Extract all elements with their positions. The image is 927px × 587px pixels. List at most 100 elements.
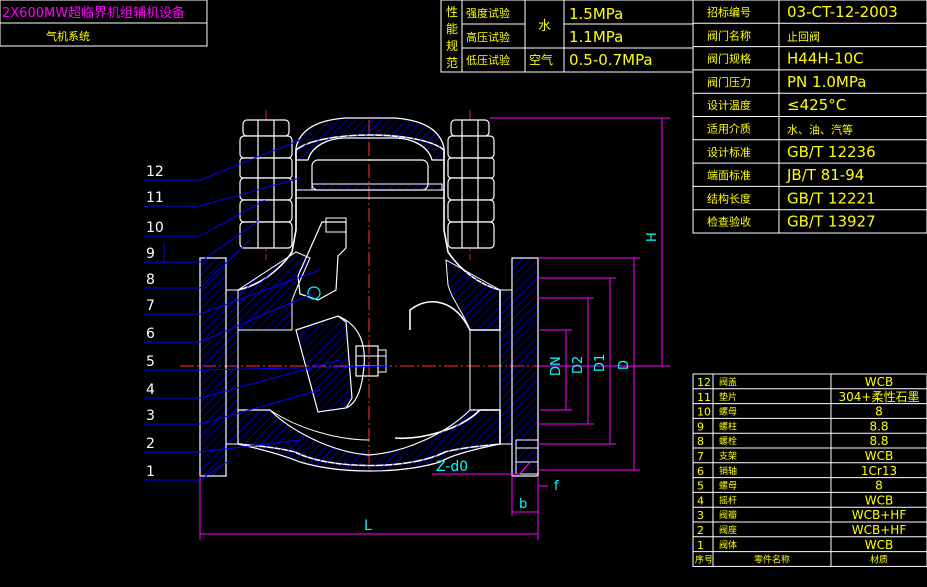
part-no-6: 6 [697, 465, 704, 478]
part-name-9: 阀瓣 [719, 510, 737, 521]
callout-6: 6 [146, 326, 155, 342]
spec-label-7: 端面标准 [707, 168, 751, 182]
project-line2: 气机系统 [46, 29, 90, 43]
perf-row-1-value: 1.1MPa [569, 28, 623, 46]
spec-value-2: H44H-10C [787, 50, 864, 68]
perf-row-2-value: 0.5-0.7MPa [569, 51, 653, 69]
dim-H: H [645, 232, 660, 242]
parts-header-no: 序号 [695, 554, 713, 566]
part-material-0: WCB [865, 375, 893, 389]
part-no-7: 5 [697, 480, 704, 493]
part-material-7: 8 [875, 479, 883, 493]
perf-row-2-name: 低压试验 [466, 53, 510, 67]
part-material-4: 8.8 [869, 434, 888, 448]
spec-label-6: 设计标准 [707, 145, 751, 159]
spec-label-9: 检查验收 [707, 215, 751, 229]
spec-value-9: GB/T 13927 [787, 213, 876, 231]
part-no-0: 12 [697, 376, 711, 389]
parts-header-name: 零件名称 [754, 554, 790, 566]
part-name-6: 销轴 [719, 465, 737, 477]
spec-value-4: ≤425°C [787, 96, 846, 114]
dim-bolt: Z-d0 [436, 459, 468, 475]
part-no-3: 9 [697, 420, 704, 433]
part-no-11: 1 [697, 539, 704, 552]
callout-4: 4 [146, 382, 155, 398]
spec-value-1: 止回阀 [787, 29, 820, 43]
valve-drawing [180, 110, 560, 477]
perf-side-3: 范 [446, 56, 458, 70]
part-material-1: 304+柔性石墨 [839, 390, 920, 404]
dim-L: L [364, 518, 372, 534]
part-material-11: WCB [865, 538, 893, 552]
part-name-2: 螺母 [719, 407, 737, 418]
perf-row-0-name: 强度试验 [466, 6, 510, 20]
part-name-11: 阀体 [719, 539, 737, 551]
spec-label-4: 设计温度 [707, 98, 751, 112]
part-name-1: 垫片 [719, 391, 737, 403]
perf-water: 水 [538, 19, 551, 34]
callout-10: 10 [146, 220, 164, 236]
spec-label-8: 结构长度 [707, 191, 751, 205]
spec-value-3: PN 1.0MPa [787, 73, 866, 91]
spec-value-0: 03-CT-12-2003 [787, 3, 898, 21]
part-material-10: WCB+HF [852, 523, 907, 537]
spec-label-0: 招标编号 [707, 5, 751, 19]
part-no-5: 7 [697, 450, 704, 463]
part-material-2: 8 [875, 405, 883, 419]
part-no-4: 8 [697, 435, 704, 448]
callout-5: 5 [146, 354, 155, 370]
callout-7: 7 [146, 298, 155, 314]
callout-12: 12 [146, 164, 164, 180]
perf-row-1-name: 高压试验 [466, 30, 510, 44]
perf-side-1: 能 [446, 22, 458, 36]
part-material-9: WCB+HF [852, 508, 907, 522]
callout-1: 1 [146, 464, 155, 480]
dimension-labels: H D D1 D2 DN L b f Z-d0 [364, 232, 660, 534]
callout-8: 8 [146, 272, 155, 288]
part-name-0: 阀盖 [719, 376, 737, 388]
perf-row-0-value: 1.5MPa [569, 5, 623, 23]
part-name-5: 支架 [719, 450, 737, 462]
callout-3: 3 [146, 408, 155, 424]
part-name-7: 螺母 [719, 481, 737, 492]
part-no-10: 2 [697, 524, 704, 537]
dim-b: b [519, 497, 527, 512]
dim-DN: DN [549, 356, 564, 376]
part-no-1: 11 [697, 391, 711, 404]
spec-label-5: 适用介质 [707, 123, 751, 136]
callouts: 12 11 10 9 8 7 6 5 4 3 2 1 [144, 139, 391, 481]
spec-label-3: 阀门压力 [707, 75, 751, 89]
part-name-10: 阀座 [719, 524, 737, 536]
perf-side-0: 性 [446, 5, 458, 19]
callout-2: 2 [146, 436, 155, 452]
dim-D1: D1 [593, 354, 608, 372]
part-material-6: 1Cr13 [861, 464, 897, 478]
dim-D: D [617, 360, 632, 370]
part-material-3: 8.8 [869, 419, 888, 433]
perf-row-2-medium: 空气 [529, 52, 553, 67]
spec-value-7: JB/T 81-94 [786, 166, 864, 184]
part-name-4: 螺栓 [719, 435, 737, 447]
part-material-5: WCB [865, 449, 893, 463]
callout-11: 11 [146, 190, 164, 206]
parts-header-material: 材质 [870, 554, 888, 566]
part-material-8: WCB [865, 493, 893, 507]
part-name-3: 螺柱 [719, 420, 737, 432]
performance-block: 性 能 规 范 强度试验 高压试验 低压试验 水 空气 1.5MPa 1.1MP… [440, 0, 694, 73]
part-no-8: 4 [697, 494, 704, 507]
perf-side-2: 规 [446, 38, 458, 53]
callout-9: 9 [146, 246, 155, 262]
part-no-2: 10 [697, 406, 711, 419]
dimensions [199, 117, 670, 540]
part-name-8: 摇杆 [719, 494, 737, 506]
dim-f: f [554, 479, 559, 494]
title-block: 2X600MW超临界机组辅机设备 气机系统 [0, 0, 208, 47]
spec-label-2: 阀门规格 [707, 52, 751, 66]
spec-value-6: GB/T 12236 [787, 143, 876, 161]
spec-value-5: 水、油、汽等 [787, 123, 853, 137]
spec-label-1: 阀门名称 [707, 28, 751, 42]
spec-value-8: GB/T 12221 [787, 189, 876, 207]
